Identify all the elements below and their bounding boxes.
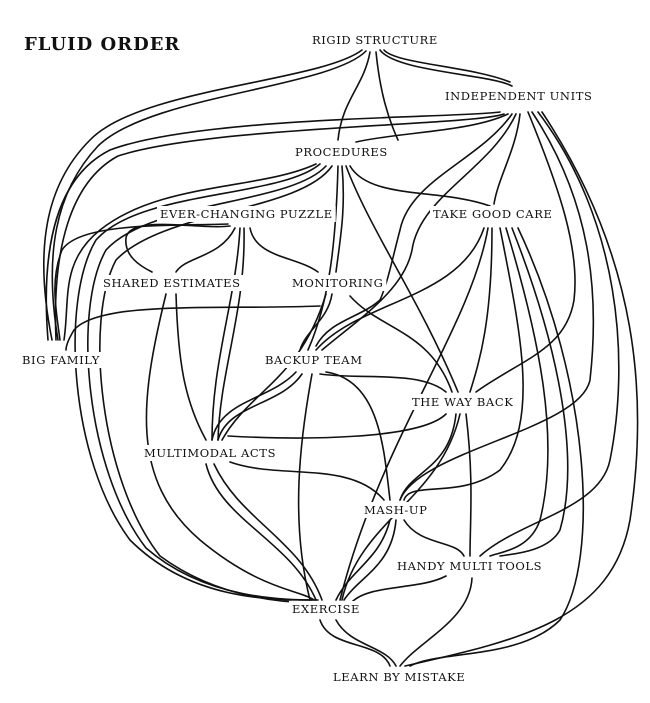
edge-puzzle-monitor	[249, 227, 319, 273]
node-rigid-structure: RIGID STRUCTURE	[312, 33, 438, 47]
label-halo	[289, 601, 364, 617]
edge-care-mashup	[403, 227, 524, 501]
label-halo	[409, 394, 517, 410]
edge-indep-wayback	[475, 111, 576, 393]
node-labels: FLUID ORDER RIGID STRUCTURE INDEPENDENT …	[22, 33, 592, 684]
edge-tools-learn	[399, 577, 473, 667]
edge-rigid-indep-2	[383, 49, 511, 83]
edge-care-wayback	[469, 227, 493, 393]
node-handy-multi-tools: HANDY MULTI TOOLS	[397, 559, 542, 573]
edge-mashup-exercise-2	[343, 519, 397, 601]
edge-rigid-family-2	[51, 50, 367, 341]
edge-indep-family-2	[54, 113, 505, 341]
label-halo	[292, 144, 391, 160]
edge-wayback-tools	[465, 413, 472, 557]
label-halo	[309, 32, 441, 48]
edge-mashup-tools	[403, 519, 465, 557]
label-halo	[157, 206, 336, 222]
node-take-good-care: TAKE GOOD CARE	[433, 207, 552, 221]
edge-proc-wayback	[345, 165, 459, 393]
label-halo	[430, 206, 556, 222]
edge-puzzle-family	[54, 223, 229, 341]
edge-indep-family-1	[45, 111, 501, 341]
edge-care-backup	[315, 227, 485, 351]
edge-care-tools-1	[489, 227, 549, 557]
edge-multi-exercise-1	[205, 463, 317, 601]
label-halo	[394, 558, 546, 574]
node-learn-by-mistake: LEARN BY MISTAKE	[333, 670, 465, 684]
edge-indep-learn	[404, 111, 639, 667]
node-backup-team: BACKUP TEAM	[265, 353, 363, 367]
edge-puzzle-multi-2	[217, 227, 245, 441]
edge-backup-wayback	[319, 373, 447, 393]
node-multimodal-acts: MULTIMODAL ACTS	[144, 446, 276, 460]
edge-indep-proc	[355, 113, 509, 143]
edge-backup-multi-1	[211, 371, 297, 441]
node-ever-changing-puzzle: EVER-CHANGING PUZZLE	[160, 207, 333, 221]
edge-puzzle-shared-1	[175, 227, 236, 273]
diagram-title: FLUID ORDER	[24, 34, 180, 55]
edge-indep-tools	[479, 111, 620, 557]
edge-backup-mashup	[325, 371, 391, 501]
edge-exercise-learn-2	[335, 619, 397, 667]
label-halo	[330, 669, 469, 685]
edge-tools-exercise	[351, 575, 447, 603]
node-monitoring: MONITORING	[292, 276, 383, 290]
edge-wayback-multi	[227, 413, 447, 439]
label-halo	[289, 275, 387, 291]
label-halo	[442, 88, 596, 104]
edge-shared-multi	[175, 293, 207, 441]
edge-proc-care	[349, 165, 491, 207]
edge-exercise-learn-1	[319, 619, 391, 667]
edge-rigid-indep-1	[379, 49, 513, 87]
edge-proc-backup	[307, 165, 339, 351]
edge-monitor-wayback	[349, 295, 453, 393]
node-the-way-back: THE WAY BACK	[412, 395, 513, 409]
node-procedures: PROCEDURES	[295, 145, 388, 159]
edge-rigid-proc-2	[375, 51, 399, 141]
edge-monitor-family	[65, 305, 321, 351]
edge-wayback-mashup	[399, 413, 457, 501]
label-halo	[100, 275, 244, 291]
label-halo	[141, 445, 280, 461]
edge-proc-monitor	[335, 165, 345, 273]
edge-shared-exercise	[145, 293, 315, 601]
edge-indep-mashup	[399, 111, 595, 501]
edge-mashup-exercise-1	[335, 519, 391, 601]
edge-indep-care	[493, 113, 521, 205]
node-big-family: BIG FAMILY	[22, 353, 100, 367]
edge-backup-multi-2	[217, 373, 303, 441]
node-mash-up: MASH-UP	[364, 503, 428, 517]
label-halo	[19, 352, 103, 368]
node-independent-units: INDEPENDENT UNITS	[445, 89, 592, 103]
edge-proc-family	[63, 163, 317, 341]
edge-monitor-backup	[299, 293, 333, 351]
node-shared-estimates: SHARED ESTIMATES	[103, 276, 241, 290]
edge-backup-exercise	[297, 373, 313, 601]
edge-indep-monitor	[315, 113, 513, 347]
edge-puzzle-shared-2	[125, 223, 231, 273]
edge-monitor-multi	[221, 293, 327, 441]
edge-care-tools-2	[499, 227, 569, 557]
edge-care-learn	[409, 227, 585, 667]
edge-proc-exercise-2	[87, 165, 327, 601]
edge-care-exercise	[339, 227, 489, 601]
edge-rigid-family-1	[43, 49, 363, 341]
label-halo	[262, 352, 366, 368]
node-exercise: EXERCISE	[292, 602, 360, 616]
edge-puzzle-multi-1	[211, 227, 241, 441]
edge-multi-mashup	[229, 461, 385, 501]
label-halo	[361, 502, 431, 518]
edge-multi-exercise-2	[213, 463, 323, 601]
